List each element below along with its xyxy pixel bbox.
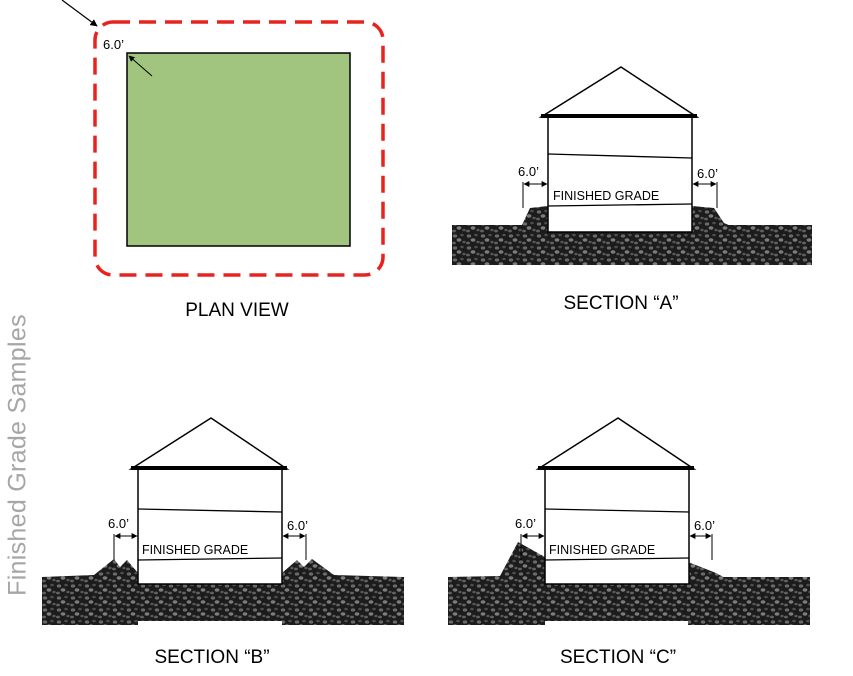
plan-view-caption: PLAN VIEW	[185, 300, 289, 321]
house-wall	[544, 467, 690, 585]
plan-building	[126, 52, 351, 247]
interior-line	[137, 508, 283, 513]
dim-left-label: 6.0’	[515, 516, 536, 531]
section-a: FINISHED GRADE 6.0’ 6.0’ SECTION “A”	[452, 66, 812, 314]
plan-view: 6.0’ PLAN VIEW	[61, 0, 385, 321]
interior-line	[547, 153, 693, 159]
house-wall	[547, 115, 693, 233]
finished-grade-label: FINISHED GRADE	[142, 543, 248, 557]
house-roof	[128, 417, 290, 470]
section-c-caption: SECTION “C”	[560, 647, 676, 668]
finished-grade-line	[137, 557, 283, 561]
house-roof	[538, 66, 700, 118]
plan-dimension-arrow	[128, 55, 153, 77]
plan-boundary	[93, 20, 385, 277]
finished-grade-label: FINISHED GRADE	[553, 189, 659, 203]
pointer-line	[61, 0, 98, 27]
dim-right-label: 6.0’	[694, 518, 715, 533]
section-b-caption: SECTION “B”	[154, 647, 269, 668]
section-c: FINISHED GRADE 6.0’ 6.0’ SECTION “C”	[448, 417, 810, 668]
finished-grade-label: FINISHED GRADE	[549, 543, 655, 557]
dim-left-label: 6.0’	[108, 516, 129, 531]
house-roof	[535, 417, 697, 470]
finished-grade-line	[544, 557, 690, 561]
section-a-caption: SECTION “A”	[563, 293, 678, 314]
dim-right-label: 6.0’	[697, 166, 718, 181]
interior-line	[544, 508, 690, 513]
house-wall	[137, 467, 283, 585]
dim-right-label: 6.0’	[287, 518, 308, 533]
plan-dimension-label: 6.0’	[103, 37, 124, 52]
finished-grade-line	[547, 203, 693, 207]
dim-left-label: 6.0’	[518, 164, 539, 179]
section-b: FINISHED GRADE 6.0’ 6.0’ SECTION “B”	[42, 417, 404, 668]
